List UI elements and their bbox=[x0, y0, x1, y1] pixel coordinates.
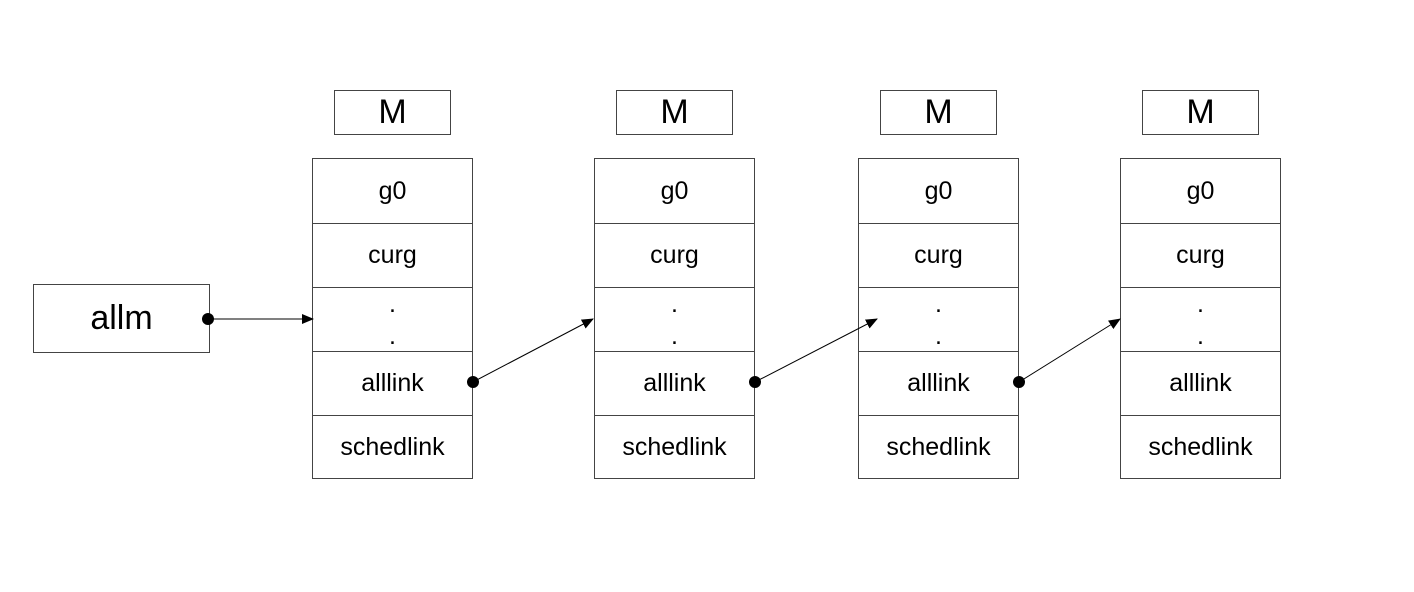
m-node-1-title: M bbox=[334, 90, 451, 135]
m-node-3-field-curg: curg bbox=[859, 223, 1018, 287]
m-node-2-field-schedlink: schedlink bbox=[595, 415, 754, 479]
m-node-2-field-curg-label: curg bbox=[650, 241, 699, 269]
m-node-1-field-g0-label: g0 bbox=[378, 176, 407, 205]
m-node-2-field-ellipsis: . . bbox=[595, 287, 754, 351]
m-node-2-dot-2: . bbox=[671, 321, 678, 350]
m-node-3-dot-1: . bbox=[935, 289, 942, 318]
link-m1-to-m2 bbox=[472, 318, 594, 383]
m-node-3-field-g0: g0 bbox=[859, 159, 1018, 223]
m-node-3-dot-2: . bbox=[935, 321, 942, 350]
m-node-4-field-schedlink: schedlink bbox=[1121, 415, 1280, 479]
m-node-3-title-label: M bbox=[924, 93, 953, 131]
m-node-3-field-alllink: alllink bbox=[859, 351, 1018, 415]
m-node-3-field-g0-label: g0 bbox=[924, 176, 953, 205]
m-node-1-field-g0: g0 bbox=[313, 159, 472, 223]
m-node-4-dot-1: . bbox=[1197, 289, 1204, 318]
m-node-4-field-g0-label: g0 bbox=[1186, 176, 1215, 205]
m-node-1-dot-2: . bbox=[389, 321, 396, 350]
m-node-3-title: M bbox=[880, 90, 997, 135]
m-node-4-title: M bbox=[1142, 90, 1259, 135]
m-node-2-field-curg: curg bbox=[595, 223, 754, 287]
m-node-3-field-schedlink: schedlink bbox=[859, 415, 1018, 479]
m-node-2-title: M bbox=[616, 90, 733, 135]
m-node-2-title-label: M bbox=[660, 93, 689, 131]
m-node-1-title-label: M bbox=[378, 93, 407, 131]
m-node-3-field-curg-label: curg bbox=[914, 241, 963, 269]
m-node-2: g0 curg . . alllink schedlink bbox=[594, 158, 755, 479]
m-node-3-field-alllink-label: alllink bbox=[907, 369, 970, 397]
m-node-3: g0 curg . . alllink schedlink bbox=[858, 158, 1019, 479]
m-node-1-field-schedlink: schedlink bbox=[313, 415, 472, 479]
m-node-4-field-curg: curg bbox=[1121, 223, 1280, 287]
m-node-3-field-ellipsis: . . bbox=[859, 287, 1018, 351]
m-node-2-field-alllink-label: alllink bbox=[643, 369, 706, 397]
m-node-2-field-schedlink-label: schedlink bbox=[622, 433, 727, 461]
m-node-1: g0 curg . . alllink schedlink bbox=[312, 158, 473, 479]
m-node-2-field-g0-label: g0 bbox=[660, 176, 689, 205]
m-node-1-field-alllink: alllink bbox=[313, 351, 472, 415]
allm-box: allm bbox=[33, 284, 210, 353]
m-node-4-field-alllink: alllink bbox=[1121, 351, 1280, 415]
m-node-4-dot-2: . bbox=[1197, 321, 1204, 350]
m-node-1-dot-1: . bbox=[389, 289, 396, 318]
m-node-2-field-alllink: alllink bbox=[595, 351, 754, 415]
m-node-1-field-curg-label: curg bbox=[368, 241, 417, 269]
allm-label: allm bbox=[90, 299, 153, 337]
m-node-4-field-g0: g0 bbox=[1121, 159, 1280, 223]
m-node-1-field-alllink-label: alllink bbox=[361, 369, 424, 397]
m-node-4-field-ellipsis: . . bbox=[1121, 287, 1280, 351]
m-node-2-dot-1: . bbox=[671, 289, 678, 318]
m-node-4-field-alllink-label: alllink bbox=[1169, 369, 1232, 397]
m-node-4: g0 curg . . alllink schedlink bbox=[1120, 158, 1281, 479]
m-node-4-field-curg-label: curg bbox=[1176, 241, 1225, 269]
m-node-1-field-schedlink-label: schedlink bbox=[340, 433, 445, 461]
m-node-1-field-curg: curg bbox=[313, 223, 472, 287]
m-node-1-field-ellipsis: . . bbox=[313, 287, 472, 351]
m-node-4-title-label: M bbox=[1186, 93, 1215, 131]
link-m3-to-m4 bbox=[1018, 318, 1121, 383]
m-node-4-field-schedlink-label: schedlink bbox=[1148, 433, 1253, 461]
m-node-2-field-g0: g0 bbox=[595, 159, 754, 223]
m-node-3-field-schedlink-label: schedlink bbox=[886, 433, 991, 461]
